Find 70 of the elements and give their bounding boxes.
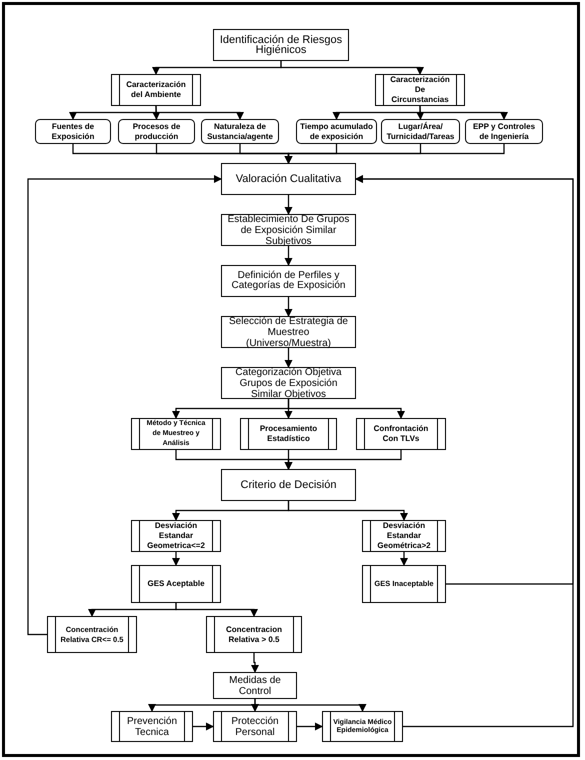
predefined-process-box [213, 711, 297, 742]
arrow [284, 348, 292, 368]
node-label: GES Aceptable [147, 579, 205, 589]
process-box [221, 469, 356, 501]
node-label: Naturaleza de Sustancia/agente [206, 122, 274, 142]
node-label: Desviación Estandar Geométrica>2 [376, 521, 432, 551]
predefined-process-box [240, 418, 337, 450]
node-label: Confrontación Con TLVs [372, 424, 430, 444]
arrow [419, 106, 508, 120]
arrow [27, 175, 222, 636]
rounded-box [201, 119, 279, 144]
arrow [400, 552, 408, 566]
arrow [175, 603, 258, 617]
rounded-box [381, 119, 460, 144]
node-label: Desviación Estandar Geometrica<=2 [146, 521, 206, 551]
node-label: Caracterización del Ambiente [125, 80, 187, 100]
predefined-process-box [375, 74, 465, 106]
arrow [284, 195, 292, 215]
node-label: Protección Personal [230, 716, 280, 738]
arrow [193, 722, 214, 730]
predefined-process-box [131, 565, 221, 603]
arrow [297, 722, 323, 730]
predefined-process-box [356, 418, 446, 450]
arrow [280, 61, 424, 75]
arrow [284, 297, 292, 317]
predefined-process-box [362, 520, 446, 552]
predefined-process-box [362, 565, 446, 603]
node-label: Identificación de Riesgos Higiénicos [218, 35, 344, 55]
process-box [221, 367, 356, 399]
node-label: Medidas de Control [228, 674, 282, 696]
node-label: Lugar/Área/ Turnicidad/Tareas [386, 122, 456, 142]
node-label: Tiempo acumulado de exposición [300, 122, 373, 142]
node-label: Categorización Objetiva Grupos de Exposición Similar Objetivos [234, 366, 343, 400]
predefined-process-box [111, 711, 193, 742]
rounded-box [465, 119, 543, 144]
rounded-box [35, 119, 111, 144]
predefined-process-box [47, 616, 137, 653]
predefined-process-box [322, 711, 403, 742]
process-box [213, 29, 349, 61]
node-label: Criterio de Decisión [240, 480, 336, 490]
arrow [254, 699, 366, 712]
arrow [355, 175, 574, 728]
node-label: Procesamiento Estadístico [258, 424, 318, 444]
predefined-process-box [131, 520, 221, 552]
predefined-process-box [111, 74, 201, 106]
predefined-process-box [131, 418, 221, 450]
node-label: Valoración Cualitativa [236, 174, 342, 184]
node-label: Establecimiento De Grupos de Exposición Similar Subjetivos [226, 214, 350, 246]
node-label: Definición de Perfiles y Categorías de Exposición [230, 271, 346, 291]
arrow [172, 552, 180, 566]
node-label: Selección de Estrategia de Muestreo (Universo/Muestra) [228, 316, 349, 348]
arrow [284, 144, 505, 164]
rounded-box [118, 119, 195, 144]
node-label: Procesos de producción [132, 122, 182, 142]
arrow [155, 106, 244, 120]
process-box [221, 163, 356, 195]
process-box [221, 265, 356, 297]
predefined-process-box [206, 616, 302, 653]
arrow [288, 501, 408, 521]
node-label: Fuentes de Exposición [50, 122, 96, 142]
rounded-box [296, 119, 377, 144]
node-label: Prevención Tecnica [126, 716, 178, 738]
node-label: EPP y Controles de Ingeniería [472, 122, 536, 142]
arrow [251, 653, 259, 673]
arrow [284, 246, 292, 266]
node-label: Concentracion Relativa > 0.5 [224, 624, 283, 644]
arrow [284, 450, 402, 470]
process-box [213, 672, 297, 699]
node-label: Caracterización De Circunstancias [389, 75, 451, 105]
arrow [288, 399, 405, 419]
